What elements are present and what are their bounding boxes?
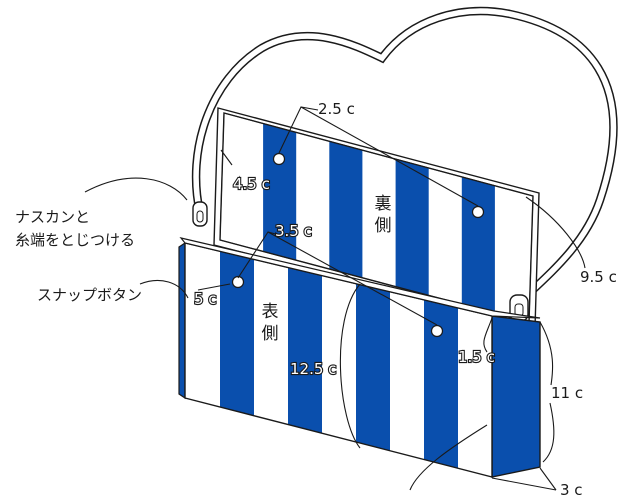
dim-front-drop: 5 c — [194, 290, 217, 308]
left-clasp — [192, 201, 208, 227]
shoulder-strap — [191, 6, 618, 305]
back-side-char-1: 裏 — [375, 193, 392, 214]
back-snap-left — [272, 152, 286, 166]
dim-depth: 3 c — [560, 481, 583, 499]
back-side-char-2: 側 — [375, 216, 392, 236]
front-label-bg — [259, 298, 281, 348]
note-attach-clasp-line2: 糸端をとじつける — [15, 231, 135, 249]
back-snap-right — [471, 205, 485, 219]
note-snap-button: スナップボタン — [37, 286, 142, 304]
dim-front-pair: 3.5 c — [275, 222, 312, 240]
front-side-char-2: 側 — [262, 324, 279, 344]
dim-strap-gap: 9.5 c — [580, 268, 617, 286]
note-attach-clasp-line1: ナスカンと — [15, 208, 90, 226]
dim-width: 12.5 c — [290, 360, 336, 378]
back-stripe-7 — [461, 113, 495, 322]
dim-back-drop: 4.5 c — [233, 175, 270, 193]
back-label-bg — [372, 190, 394, 238]
front-stripe-1 — [220, 243, 254, 477]
front-snap-right — [430, 324, 444, 338]
front-side-char-1: 表 — [262, 302, 279, 322]
dim-snap-pair: 2.5 c — [318, 100, 355, 118]
dim-front-snap: 1.5 c — [458, 348, 495, 366]
dimension-lines — [84, 106, 586, 491]
front-snap-left — [231, 275, 245, 289]
dim-height: 11 c — [551, 384, 583, 402]
